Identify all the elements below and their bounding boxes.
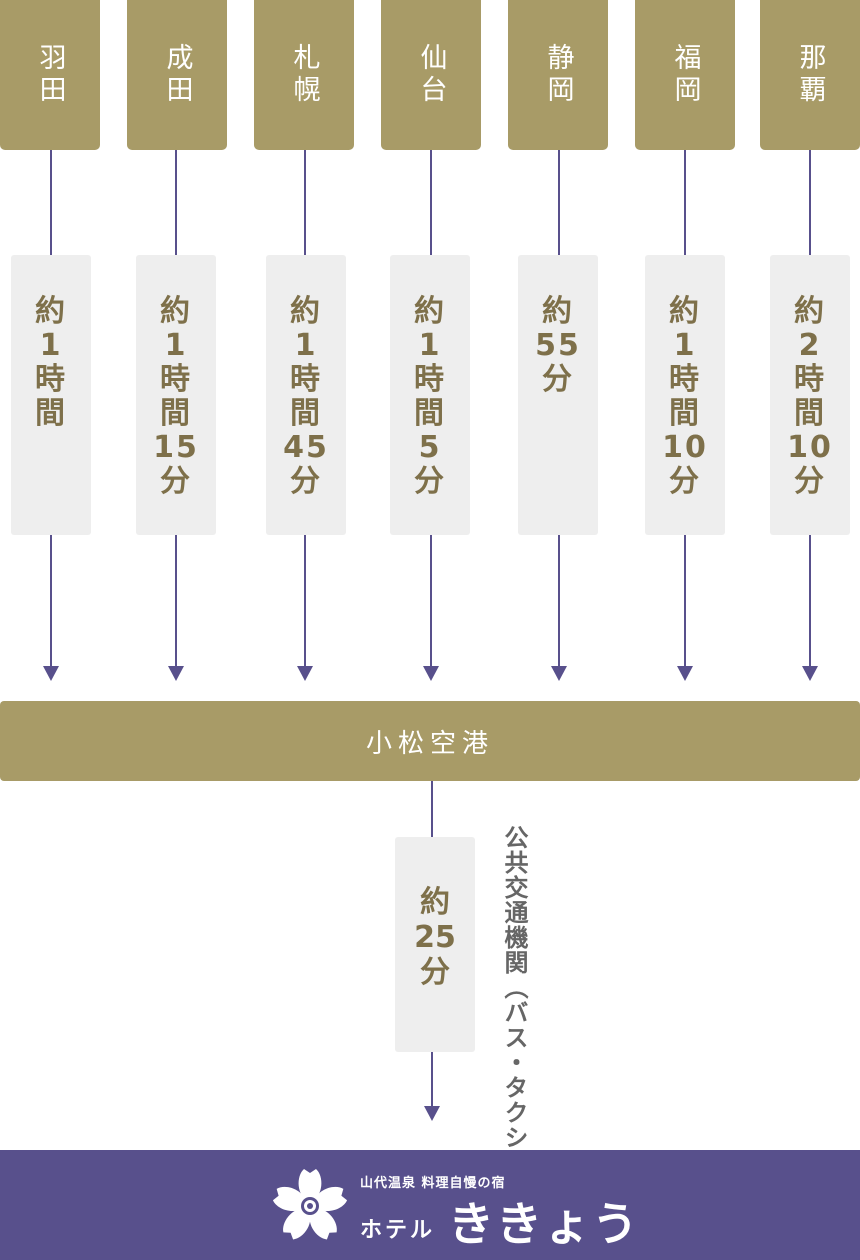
final-leg-time-label: 約 25 分	[414, 885, 456, 990]
origin-airport-box: 仙台	[381, 0, 481, 150]
flight-time-label: 約 1 時 間	[35, 294, 67, 431]
origin-airport-label: 那覇	[794, 43, 826, 107]
hub-airport-label: 小松空港	[365, 728, 494, 759]
hub-airport-box: 小松空港	[0, 701, 860, 781]
origin-airport-box: 那覇	[760, 0, 860, 150]
connector-line	[558, 535, 560, 668]
connector-line	[304, 535, 306, 668]
flight-time-label: 約 1 時 間 45 分	[283, 294, 329, 499]
origin-airport-label: 札幌	[288, 43, 320, 107]
kikyo-flower-icon	[272, 1169, 348, 1240]
hotel-name-prefix: ホテル	[360, 1218, 436, 1243]
transport-note: 公共交通機関（バス・タクシー）	[500, 825, 528, 1200]
connector-line	[809, 535, 811, 668]
flight-time-box: 約 1 時 間	[11, 255, 91, 535]
connector-line	[430, 150, 432, 255]
origin-airport-label: 静岡	[542, 43, 574, 107]
arrowhead-icon	[297, 666, 313, 681]
flight-time-box: 約 55 分	[518, 255, 598, 535]
connector-line-hub-to-time	[431, 781, 433, 837]
arrowhead-icon	[677, 666, 693, 681]
connector-line	[304, 150, 306, 255]
hotel-name: ききょう	[448, 1197, 640, 1251]
origin-airport-label: 福岡	[669, 43, 701, 107]
origin-airport-box: 福岡	[635, 0, 735, 150]
flight-time-label: 約 1 時 間 10 分	[662, 294, 708, 499]
arrowhead-icon	[551, 666, 567, 681]
origin-airport-label: 成田	[161, 43, 193, 107]
flight-time-box: 約 1 時 間 10 分	[645, 255, 725, 535]
origin-airport-label: 羽田	[34, 43, 66, 107]
flight-time-label: 約 1 時 間 15 分	[153, 294, 199, 499]
origin-airport-box: 成田	[127, 0, 227, 150]
hotel-footer-banner	[0, 1150, 860, 1260]
connector-line	[175, 535, 177, 668]
arrowhead-icon	[802, 666, 818, 681]
connector-line	[558, 150, 560, 255]
arrowhead-icon	[43, 666, 59, 681]
hotel-tagline: 山代温泉 料理自慢の宿	[360, 1176, 506, 1191]
connector-line	[684, 150, 686, 255]
flight-time-label: 約 55 分	[535, 294, 581, 397]
final-leg-time-box: 約 25 分	[395, 837, 475, 1052]
connector-line-time-to-hotel	[431, 1052, 433, 1108]
origin-airport-label: 仙台	[415, 43, 447, 107]
flight-time-box: 約 1 時 間 5 分	[390, 255, 470, 535]
connector-line	[50, 150, 52, 255]
origin-airport-box: 静岡	[508, 0, 608, 150]
origin-airport-box: 札幌	[254, 0, 354, 150]
arrowhead-icon	[424, 1106, 440, 1121]
connector-line	[175, 150, 177, 255]
connector-line	[809, 150, 811, 255]
flight-time-label: 約 1 時 間 5 分	[414, 294, 446, 499]
flight-time-box: 約 2 時 間 10 分	[770, 255, 850, 535]
flight-time-box: 約 1 時 間 15 分	[136, 255, 216, 535]
connector-line	[50, 535, 52, 668]
arrowhead-icon	[168, 666, 184, 681]
flight-time-label: 約 2 時 間 10 分	[787, 294, 833, 499]
connector-line	[430, 535, 432, 668]
origin-airport-box: 羽田	[0, 0, 100, 150]
connector-line	[684, 535, 686, 668]
flight-time-box: 約 1 時 間 45 分	[266, 255, 346, 535]
arrowhead-icon	[423, 666, 439, 681]
